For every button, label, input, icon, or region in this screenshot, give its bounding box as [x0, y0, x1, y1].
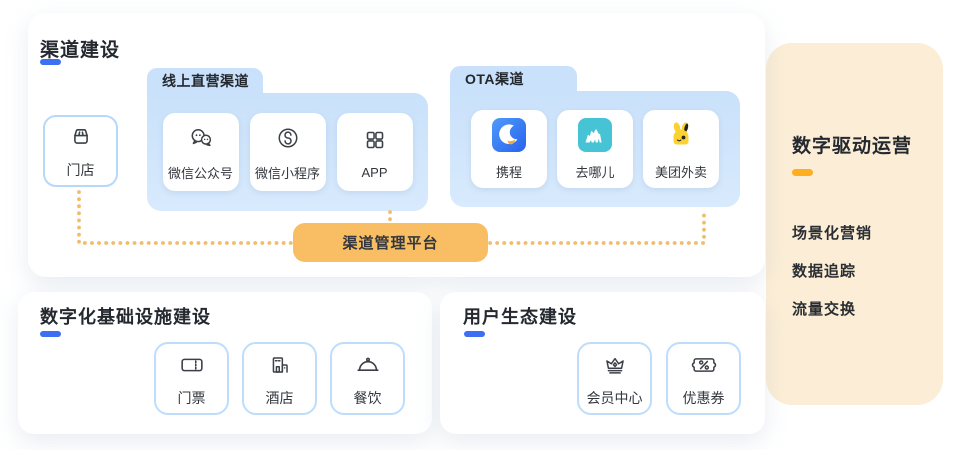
online-direct-channels-group: 线上直营渠道	[147, 68, 428, 211]
user-node-coupon: 优惠券	[666, 342, 741, 415]
app-grid-icon	[360, 125, 390, 160]
channel-building-title: 渠道建设	[40, 40, 121, 61]
user-node-member-center: 会员中心	[577, 342, 652, 415]
ota-group-body: 携程 去哪儿	[450, 91, 740, 207]
ota-group-tab: OTA渠道	[450, 66, 577, 91]
wechat-official-label: 微信公众号	[167, 165, 233, 181]
user-ecosystem-accent-bar	[464, 331, 485, 337]
infra-node-dining: 餐饮	[330, 342, 405, 415]
infrastructure-items: 门票 酒店	[154, 342, 405, 415]
channel-building-card: 渠道建设 门店 线上直营渠道	[28, 13, 765, 277]
right-panel-item-scenario-marketing: 场景化营销	[792, 225, 873, 242]
tickets-label: 门票	[177, 389, 206, 406]
channel-wechat-official-account: 微信公众号	[162, 113, 239, 191]
channel-building-accent-bar	[40, 59, 61, 65]
ota-group-title: OTA渠道	[465, 70, 525, 87]
channel-meituan-waimai: 美团外卖	[643, 110, 719, 188]
platform-node-label: 渠道管理平台	[342, 235, 439, 252]
infrastructure-title: 数字化基础设施建设	[40, 307, 211, 327]
app-label: APP	[361, 164, 388, 180]
channel-app: APP	[336, 113, 413, 191]
right-panel-accent-bar	[792, 169, 813, 176]
channel-wechat-miniprogram: 微信小程序	[249, 113, 326, 191]
meituan-label: 美团外卖	[654, 164, 707, 180]
wechat-miniprogram-label: 微信小程序	[254, 165, 320, 181]
right-panel-item-traffic-exchange: 流量交换	[792, 301, 857, 318]
storefront-icon	[66, 122, 96, 157]
infra-node-hotel: 酒店	[242, 342, 317, 415]
qunar-label: 去哪儿	[575, 164, 615, 180]
store-label: 门店	[66, 162, 95, 178]
wechat-official-icon	[186, 123, 216, 158]
right-panel-item-list: 场景化营销 数据追踪 流量交换	[792, 225, 872, 339]
infrastructure-accent-bar	[40, 331, 61, 337]
online-group-title: 线上直营渠道	[162, 72, 249, 89]
ctrip-label: 携程	[495, 164, 522, 180]
member-crown-icon	[600, 350, 630, 385]
online-group-tab: 线上直营渠道	[147, 68, 263, 93]
store-node: 门店	[43, 115, 118, 187]
member-center-label: 会员中心	[586, 389, 643, 406]
online-group-body: 微信公众号 微信小程序	[147, 93, 428, 211]
qunar-icon	[578, 117, 612, 157]
channel-management-platform-node: 渠道管理平台	[293, 223, 488, 262]
coupon-label: 优惠券	[682, 389, 725, 406]
hotel-icon	[265, 350, 295, 385]
channel-qunar: 去哪儿	[557, 110, 633, 188]
ctrip-icon	[492, 117, 526, 157]
ota-channels-group: OTA渠道	[450, 66, 740, 207]
hotel-label: 酒店	[265, 389, 294, 406]
user-ecosystem-card: 用户生态建设 会员中心	[440, 292, 765, 434]
dining-cloche-icon	[353, 350, 383, 385]
right-panel-item-data-tracking: 数据追踪	[792, 263, 857, 280]
dining-label: 餐饮	[353, 389, 382, 406]
ticket-icon	[177, 350, 207, 385]
infra-node-tickets: 门票	[154, 342, 229, 415]
user-ecosystem-items: 会员中心 优惠券	[577, 342, 741, 415]
right-panel-title: 数字驱动运营	[792, 136, 913, 157]
user-ecosystem-title: 用户生态建设	[463, 307, 577, 327]
channel-ctrip: 携程	[471, 110, 547, 188]
wechat-miniprogram-icon	[273, 123, 303, 158]
digital-infrastructure-card: 数字化基础设施建设 门票	[18, 292, 432, 434]
digital-driven-operations-panel: 数字驱动运营 场景化营销 数据追踪 流量交换	[766, 43, 943, 405]
meituan-icon	[664, 117, 698, 157]
coupon-icon	[689, 350, 719, 385]
